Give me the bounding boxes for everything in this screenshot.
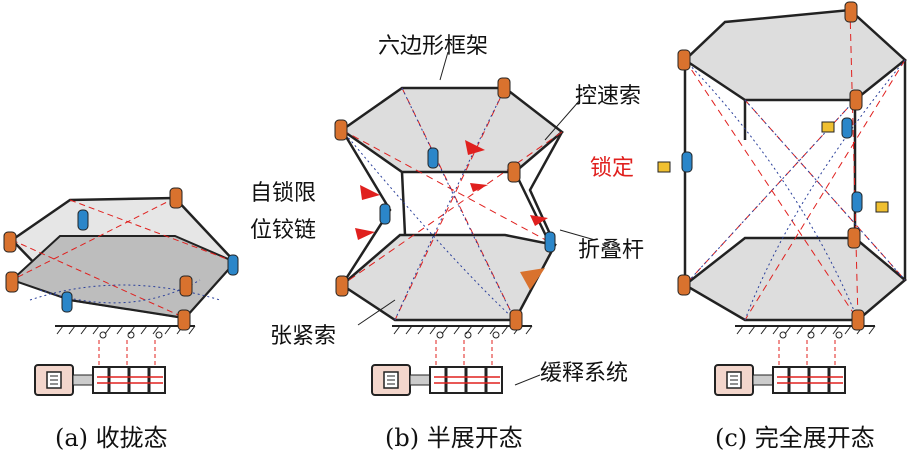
panel-a-folded: [3, 187, 239, 397]
caption-a: (a) 收拢态: [55, 424, 168, 452]
label-hex-frame: 六边形框架: [378, 34, 489, 59]
label-release-system: 缓释系统: [540, 361, 629, 386]
label-lock: 锁定: [590, 156, 635, 181]
label-speed-cable: 控速索: [575, 84, 642, 109]
label-fold-rod: 折叠杆: [578, 238, 645, 263]
panel-c-fully-deployed: [657, 1, 907, 397]
label-hinge-line1: 自锁限: [250, 181, 317, 206]
caption-c: (c) 完全展开态: [715, 424, 875, 452]
label-hinge-line2: 位铰链: [250, 218, 317, 243]
caption-b: (b) 半展开态: [385, 424, 523, 452]
lock-icon: [657, 121, 889, 213]
panel-b-half-deployed: [334, 77, 564, 397]
label-tension-cable: 张紧索: [270, 324, 337, 349]
